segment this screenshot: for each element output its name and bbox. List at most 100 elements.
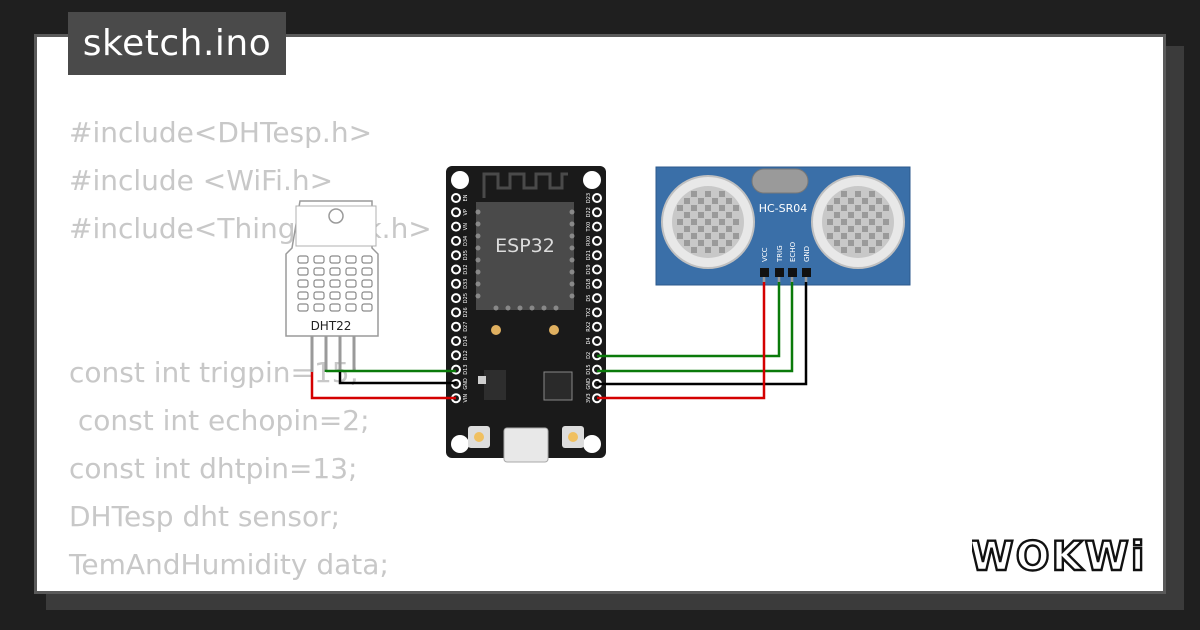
dht-vent-slot [361, 267, 373, 276]
pin-label-left: EN [463, 194, 469, 201]
mesh-cell [705, 205, 711, 211]
pin-label-left: VN [463, 223, 469, 230]
mesh-cell [712, 226, 718, 232]
wire-dht-gnd[interactable] [338, 372, 456, 385]
castellation [569, 221, 575, 227]
wire-echo[interactable] [597, 282, 794, 373]
mount-hole-br [583, 435, 601, 453]
mesh-cell [698, 212, 704, 218]
mesh-cell [855, 219, 861, 225]
pin-label-right: D2 [586, 352, 592, 359]
dht-hole [328, 208, 344, 224]
mesh-cell [869, 205, 875, 211]
hcsr04-pin-header[interactable] [802, 268, 811, 277]
pin-left[interactable] [451, 321, 461, 332]
pin-left[interactable] [451, 221, 461, 232]
mesh-cell [705, 191, 711, 197]
wire-dht-vcc[interactable] [310, 372, 456, 400]
wire-vcc[interactable] [597, 282, 766, 400]
pin-left[interactable] [451, 235, 461, 246]
mesh-cell [684, 198, 690, 204]
code-preview: #include<DHTesp.h>#include <WiFi.h>#incl… [69, 109, 432, 591]
code-line: const int dhtpin=13; [69, 452, 358, 485]
castellation [475, 269, 481, 275]
hcsr04-pin-header[interactable] [775, 268, 784, 277]
mesh-cell [841, 233, 847, 239]
pin-left[interactable] [451, 207, 461, 218]
mesh-cell [705, 219, 711, 225]
mesh-cell [834, 240, 840, 246]
castellation [475, 281, 481, 287]
hcsr04-pin-label: ECHO [789, 241, 797, 262]
mesh-cell [855, 247, 861, 253]
mesh-cell [726, 226, 732, 232]
dht-vent-slot [313, 267, 325, 276]
pin-right[interactable] [592, 321, 602, 332]
pin-left[interactable] [451, 278, 461, 289]
mesh-cell [876, 212, 882, 218]
pin-label-left: D12 [463, 350, 469, 360]
pin-left[interactable] [451, 364, 461, 375]
mesh-cell [869, 247, 875, 253]
pin-label-left: D32 [463, 264, 469, 274]
pin-right[interactable] [592, 364, 602, 375]
code-line: #include<DHTesp.h> [69, 116, 373, 149]
filename-tab[interactable]: sketch.ino [68, 12, 286, 75]
wokwi-logo-text: WOKWi [972, 534, 1144, 578]
dht-vent-slot [313, 291, 325, 300]
mesh-cell [848, 198, 854, 204]
esp32-module [476, 202, 574, 310]
wire-dht-data[interactable] [324, 369, 456, 373]
pin-right[interactable] [592, 336, 602, 346]
pin-label-right: D5 [586, 295, 592, 302]
pin-right[interactable] [592, 193, 602, 203]
pin-left[interactable] [451, 250, 461, 261]
pin-left[interactable] [451, 307, 461, 318]
mesh-cell [876, 226, 882, 232]
castellation [569, 269, 575, 275]
pin-left[interactable] [451, 350, 461, 361]
pin-right[interactable] [592, 221, 602, 232]
mesh-cell [862, 198, 868, 204]
pin-left[interactable] [451, 336, 461, 346]
mesh-cell [684, 226, 690, 232]
code-line: DHTesp dht sensor; [69, 500, 341, 533]
pin-label-left: D34 [463, 236, 469, 246]
pin-left[interactable] [451, 264, 461, 275]
mesh-cell [855, 191, 861, 197]
dht-label: DHT22 [311, 319, 352, 333]
dht-vent-slot [329, 279, 341, 288]
mesh-cell [677, 205, 683, 211]
pin-left[interactable] [451, 193, 461, 203]
pin-right[interactable] [592, 278, 602, 289]
castellation [475, 245, 481, 251]
pin-right[interactable] [592, 293, 602, 304]
dht22-sensor[interactable]: DHT22 [285, 200, 379, 372]
castellation [553, 305, 559, 311]
mesh-cell [698, 198, 704, 204]
pin-label-left: D27 [463, 322, 469, 332]
pin-right[interactable] [592, 207, 602, 218]
pin-right[interactable] [592, 235, 602, 246]
pin-label-right: 3V3 [586, 393, 592, 403]
pin-right[interactable] [592, 264, 602, 275]
mesh-cell [712, 240, 718, 246]
dht-vent-slot [313, 303, 325, 312]
mesh-cell [691, 247, 697, 253]
wire-trig[interactable] [597, 282, 781, 358]
mesh-cell [876, 198, 882, 204]
hcsr04-pin-header[interactable] [760, 268, 769, 277]
pin-left[interactable] [451, 293, 461, 304]
mesh-cell [719, 205, 725, 211]
dht-vent-slot [345, 279, 357, 288]
dht-vent-slot [361, 279, 373, 288]
hcsr04-pin-header[interactable] [788, 268, 797, 277]
pin-right[interactable] [592, 250, 602, 261]
dht-vent-slot [297, 279, 309, 288]
pin-right[interactable] [592, 307, 602, 318]
wire-gnd[interactable] [597, 282, 808, 386]
wokwi-logo[interactable]: WOKWi [972, 534, 1144, 578]
